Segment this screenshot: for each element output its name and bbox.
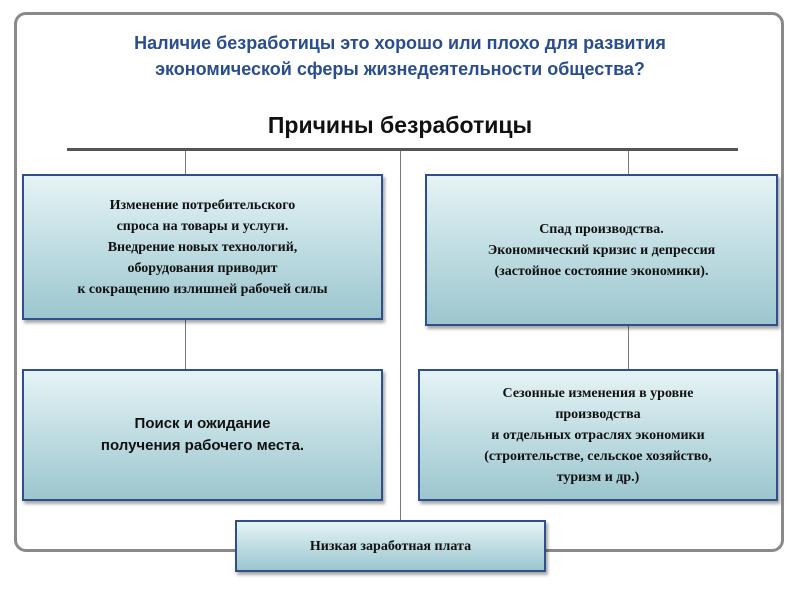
cause-text-seasonal: Сезонные изменения в уровне производства… [484, 385, 712, 485]
connector-left-top [185, 151, 186, 175]
connector-left-mid [185, 320, 186, 370]
diagram-title: Причины безработицы [267, 112, 533, 138]
connector-right-mid [628, 326, 629, 370]
cause-box-demand-technology: Изменение потребительского спроса на тов… [22, 174, 383, 320]
connector-center [400, 151, 401, 521]
cause-box-low-wage: Низкая заработная плата [235, 520, 546, 572]
cause-text-production-decline: Спад производства. Экономический кризис … [487, 221, 716, 279]
cause-text-job-search: Поиск и ожидание получения рабочего мест… [100, 415, 305, 454]
cause-box-job-search: Поиск и ожидание получения рабочего мест… [22, 369, 383, 501]
question-heading: Наличие безработицы это хорошо или плохо… [134, 33, 666, 79]
cause-text-demand-technology: Изменение потребительского спроса на тов… [77, 197, 328, 297]
cause-box-production-decline: Спад производства. Экономический кризис … [425, 174, 778, 326]
cause-box-seasonal: Сезонные изменения в уровне производства… [418, 369, 778, 501]
cause-text-low-wage: Низкая заработная плата [309, 538, 472, 554]
connector-right-top [628, 151, 629, 175]
title-underline [67, 148, 738, 151]
